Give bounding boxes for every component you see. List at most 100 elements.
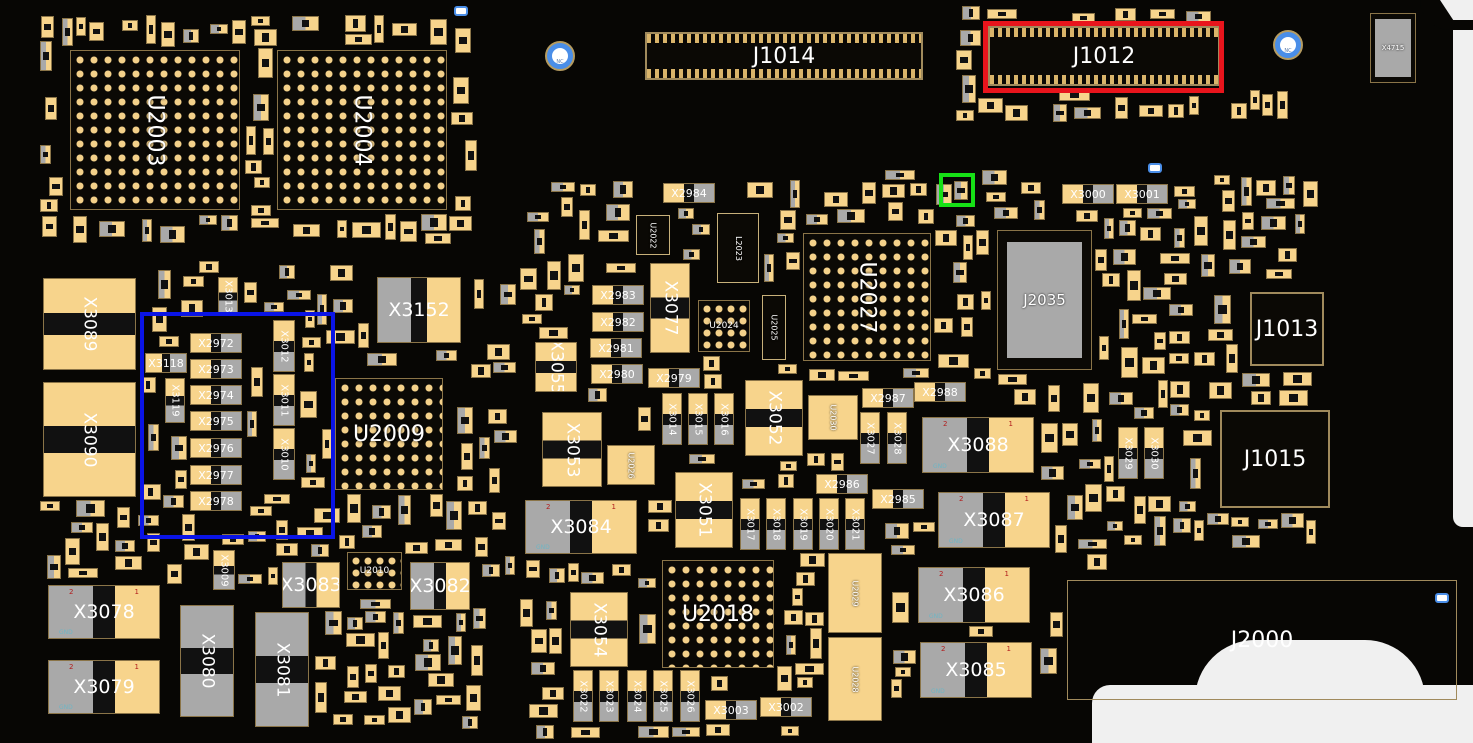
component-x2983[interactable]: X2983: [592, 285, 644, 305]
component-x2981[interactable]: X2981: [590, 338, 642, 358]
component-x3003[interactable]: X3003: [705, 700, 757, 720]
component-x3020[interactable]: X3020: [819, 498, 839, 550]
pad-gap: [467, 719, 473, 726]
component-x3089[interactable]: X3089: [43, 278, 136, 370]
passive-component: [96, 523, 109, 551]
component-j2035[interactable]: J2035: [997, 230, 1092, 370]
component-x2976[interactable]: X2976: [190, 438, 242, 458]
component-x2982[interactable]: X2982: [592, 312, 644, 332]
passive-component: [862, 182, 876, 204]
component-x3013[interactable]: X3013: [218, 277, 238, 315]
component-x3028[interactable]: X3028: [887, 412, 907, 464]
nc-label: NC: [556, 59, 564, 65]
component-x3022[interactable]: X3022: [573, 670, 593, 722]
pad-gap: [68, 547, 77, 556]
component-u2009[interactable]: U2009: [335, 378, 443, 490]
component-j2000[interactable]: J2000: [1067, 580, 1457, 700]
component-x3027[interactable]: X3027: [860, 412, 880, 464]
component-x3024[interactable]: X3024: [627, 670, 647, 722]
component-x3011[interactable]: X3011: [273, 374, 295, 426]
component-x2978[interactable]: X2978: [190, 491, 242, 511]
component-u2028[interactable]: U2028: [828, 637, 882, 721]
component-x2979[interactable]: X2979: [648, 368, 700, 388]
component-u2029[interactable]: U2029: [828, 553, 882, 633]
component-x3014[interactable]: X3014: [662, 393, 682, 445]
component-x3118[interactable]: X3118: [145, 353, 187, 373]
component-j1013[interactable]: J1013: [1250, 292, 1324, 366]
component-x3021[interactable]: X3021: [845, 498, 865, 550]
component-x3029[interactable]: X3029: [1118, 427, 1138, 479]
component-j1015[interactable]: J1015: [1220, 410, 1330, 508]
component-u2003[interactable]: U2003: [70, 50, 240, 210]
component-x2977[interactable]: X2977: [190, 465, 242, 485]
component-x2985[interactable]: X2985: [872, 489, 924, 509]
component-x2975[interactable]: X2975: [190, 411, 242, 431]
component-u2004[interactable]: U2004: [277, 50, 447, 210]
component-x3030[interactable]: X3030: [1144, 427, 1164, 479]
component-x3083[interactable]: X3083: [282, 562, 340, 608]
component-x2972[interactable]: X2972: [190, 333, 242, 353]
component-x3019[interactable]: X3019: [793, 498, 813, 550]
component-x3119[interactable]: X3119: [165, 378, 185, 423]
component-x3054[interactable]: X3054: [570, 592, 628, 667]
passive-component: [546, 601, 557, 620]
component-x3080[interactable]: X3080: [180, 605, 234, 717]
component-u2026[interactable]: U2026: [607, 445, 655, 485]
component-x3152[interactable]: X3152: [377, 277, 461, 343]
component-u2018[interactable]: U2018: [662, 560, 774, 668]
component-x2973[interactable]: X2973: [190, 359, 242, 379]
component-x3082[interactable]: X3082: [410, 562, 470, 610]
component-l2023[interactable]: L2023: [717, 213, 759, 283]
component-x3009[interactable]: X3009: [213, 550, 235, 590]
component-x2980[interactable]: X2980: [591, 364, 643, 384]
component-x3025[interactable]: X3025: [653, 670, 673, 722]
pad-gap: [1056, 110, 1064, 116]
component-x3015[interactable]: X3015: [688, 393, 708, 445]
nc-test-point[interactable]: NC: [545, 41, 575, 71]
component-x2986[interactable]: X2986: [816, 474, 868, 494]
component-x2984[interactable]: X2984: [663, 183, 715, 203]
component-x3010[interactable]: X3010: [273, 428, 295, 480]
component-j1012[interactable]: J1012: [988, 26, 1220, 86]
pad-gap: [284, 546, 290, 553]
component-x3077[interactable]: X3077: [650, 263, 690, 353]
component-x3017[interactable]: X3017: [740, 498, 760, 550]
passive-component: [251, 205, 271, 216]
component-x2974[interactable]: X2974: [190, 385, 242, 405]
component-x3001[interactable]: X3001: [1116, 184, 1168, 204]
pad-gap: [1217, 386, 1224, 395]
component-x3026[interactable]: X3026: [680, 670, 700, 722]
component-j1014[interactable]: J1014: [645, 32, 923, 80]
component-u2025[interactable]: U2025: [762, 295, 786, 360]
component-x3081[interactable]: X3081: [255, 612, 309, 727]
nc-test-point[interactable]: NC: [1273, 30, 1303, 60]
component-x3018[interactable]: X3018: [766, 498, 786, 550]
component-x3023[interactable]: X3023: [599, 670, 619, 722]
component-x3016[interactable]: X3016: [714, 393, 734, 445]
component-x3002[interactable]: X3002: [760, 697, 812, 717]
pad-gnd-label: GND: [931, 688, 945, 695]
component-u2027[interactable]: U2027: [803, 233, 931, 361]
component-x3012[interactable]: X3012: [273, 320, 295, 372]
component-x3055[interactable]: X3055: [535, 342, 577, 392]
component-x3090[interactable]: X3090: [43, 382, 136, 497]
component-x3000[interactable]: X3000: [1062, 184, 1114, 204]
component-u2030[interactable]: U2030: [808, 395, 858, 440]
component-x2988[interactable]: X2988: [914, 382, 966, 402]
component-u2022[interactable]: U2022: [636, 215, 670, 255]
component-x3052[interactable]: X3052: [745, 380, 803, 456]
component-u2010[interactable]: U2010: [347, 552, 402, 590]
component-x3051[interactable]: X3051: [675, 472, 733, 548]
component-x4715[interactable]: X4715: [1370, 13, 1416, 83]
component-x2987[interactable]: X2987: [862, 388, 914, 408]
component-u2024[interactable]: U2024: [698, 300, 750, 352]
component-x3053[interactable]: X3053: [542, 412, 602, 487]
